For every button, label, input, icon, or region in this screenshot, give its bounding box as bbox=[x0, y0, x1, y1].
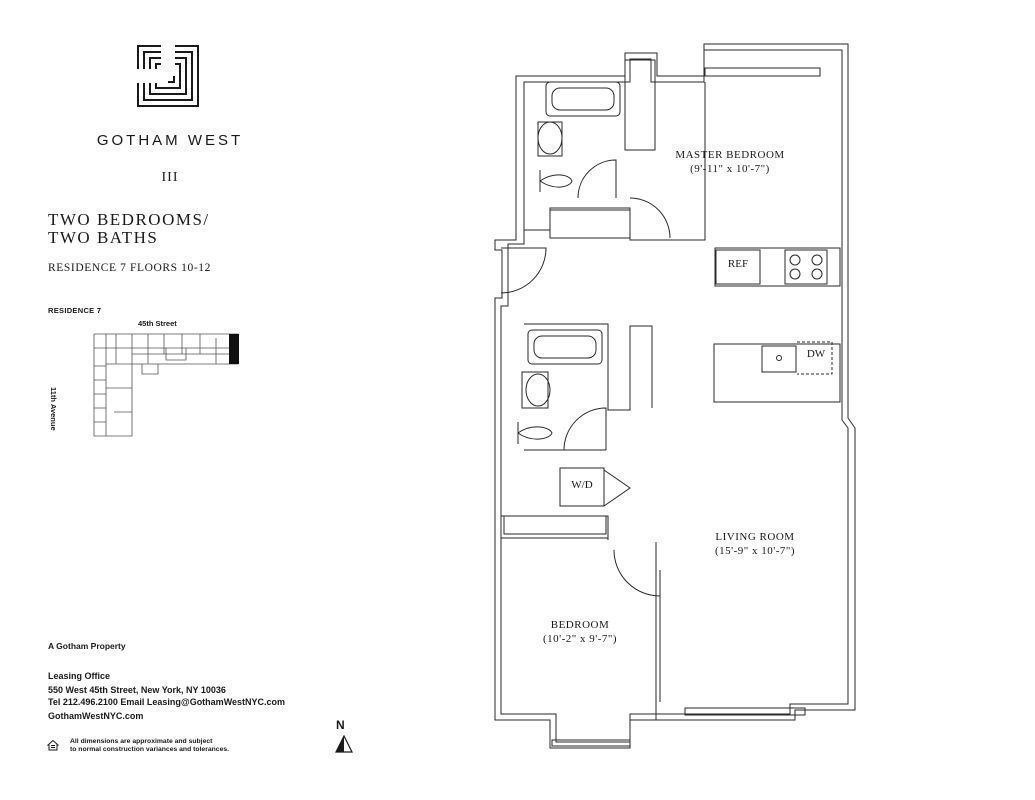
equal-housing-icon bbox=[47, 739, 59, 751]
cooktop bbox=[784, 249, 828, 285]
window-bedroom bbox=[551, 739, 631, 747]
second-bath-wall bbox=[524, 323, 653, 411]
master-bath-wall bbox=[523, 82, 706, 241]
unit-title-line2: TWO BATHS bbox=[48, 228, 159, 247]
door-master-bath bbox=[577, 159, 617, 199]
floorplan-drawing: MASTER BEDROOM (9'-11" x 10'-7") LIVING … bbox=[494, 43, 856, 749]
bathtub-master bbox=[545, 81, 621, 117]
bathtub-second bbox=[527, 329, 603, 365]
room-bedroom-dims: (10'-2" x 9'-7") bbox=[542, 633, 618, 645]
sink-master bbox=[537, 121, 563, 155]
disclaimer-line1: All dimensions are approximate and subje… bbox=[70, 738, 213, 745]
closet-master bbox=[624, 59, 656, 151]
keyplan-label: RESIDENCE 7 bbox=[48, 306, 102, 315]
unit-title-line1: TWO BEDROOMS/ bbox=[48, 210, 210, 229]
window-living bbox=[684, 707, 806, 716]
laundry-door bbox=[603, 469, 631, 507]
room-living-room: LIVING ROOM (15'-9" x 10'-7") bbox=[665, 530, 845, 558]
toilet-second bbox=[517, 422, 553, 444]
sink-second bbox=[525, 373, 551, 407]
door-bedroom bbox=[613, 549, 661, 597]
bedroom-closet bbox=[503, 515, 607, 535]
north-arrow-icon bbox=[335, 735, 353, 753]
keyplan-street-label: 45th Street bbox=[138, 319, 177, 328]
gotham-west-logo bbox=[137, 45, 199, 107]
room-bedroom-name: BEDROOM bbox=[550, 619, 610, 631]
kitchen-island bbox=[713, 343, 841, 403]
kitchen-counter-top bbox=[714, 247, 841, 287]
room-living-room-name: LIVING ROOM bbox=[715, 531, 795, 543]
brand-numeral: III bbox=[161, 170, 179, 185]
brand-name: GOTHAM WEST bbox=[96, 132, 244, 149]
toilet-master bbox=[539, 170, 573, 192]
fixture-wd-label: W/D bbox=[571, 479, 593, 491]
unit-subtitle: RESIDENCE 7 FLOORS 10-12 bbox=[48, 262, 211, 274]
room-master-bedroom-dims: (9'-11" x 10'-7") bbox=[690, 163, 770, 175]
property-label: A Gotham Property bbox=[48, 641, 126, 651]
door-second-bath bbox=[563, 407, 607, 451]
washer-dryer bbox=[559, 467, 605, 507]
keyplan-avenue-label: 11th Avenue bbox=[49, 387, 58, 431]
keyplan-map bbox=[93, 333, 239, 437]
north-label: N bbox=[336, 718, 345, 732]
room-bedroom: BEDROOM (10'-2" x 9'-7") bbox=[510, 618, 650, 646]
door-master-bed bbox=[629, 197, 671, 239]
kitchen-sink bbox=[761, 345, 797, 373]
fixture-dw-label: DW bbox=[806, 348, 826, 360]
room-master-bedroom: MASTER BEDROOM (9'-11" x 10'-7") bbox=[640, 148, 820, 176]
room-living-room-dims: (15'-9" x 10'-7") bbox=[714, 545, 796, 557]
exterior-wall-inner bbox=[500, 49, 849, 743]
fixture-ref-label: REF bbox=[727, 258, 749, 270]
bedroom-wall bbox=[501, 515, 609, 540]
refrigerator bbox=[715, 249, 761, 285]
exterior-wall bbox=[494, 43, 856, 749]
vanity-master bbox=[549, 209, 631, 239]
disclaimer-line2: to normal construction variances and tol… bbox=[70, 746, 230, 753]
leasing-office-title: Leasing Office bbox=[48, 671, 111, 681]
leasing-address: 550 West 45th Street, New York, NY 10036 bbox=[48, 685, 226, 695]
unit-title: TWO BEDROOMS/ TWO BATHS bbox=[48, 211, 210, 247]
entry-door bbox=[500, 247, 547, 294]
room-master-bedroom-name: MASTER BEDROOM bbox=[675, 149, 785, 161]
website-link[interactable]: GothamWestNYC.com bbox=[48, 711, 144, 721]
disclaimer: All dimensions are approximate and subje… bbox=[70, 738, 260, 754]
leasing-contact: Tel 212.496.2100 Email Leasing@GothamWes… bbox=[48, 697, 286, 707]
window-master bbox=[704, 67, 821, 77]
dishwasher-outline bbox=[797, 341, 833, 375]
